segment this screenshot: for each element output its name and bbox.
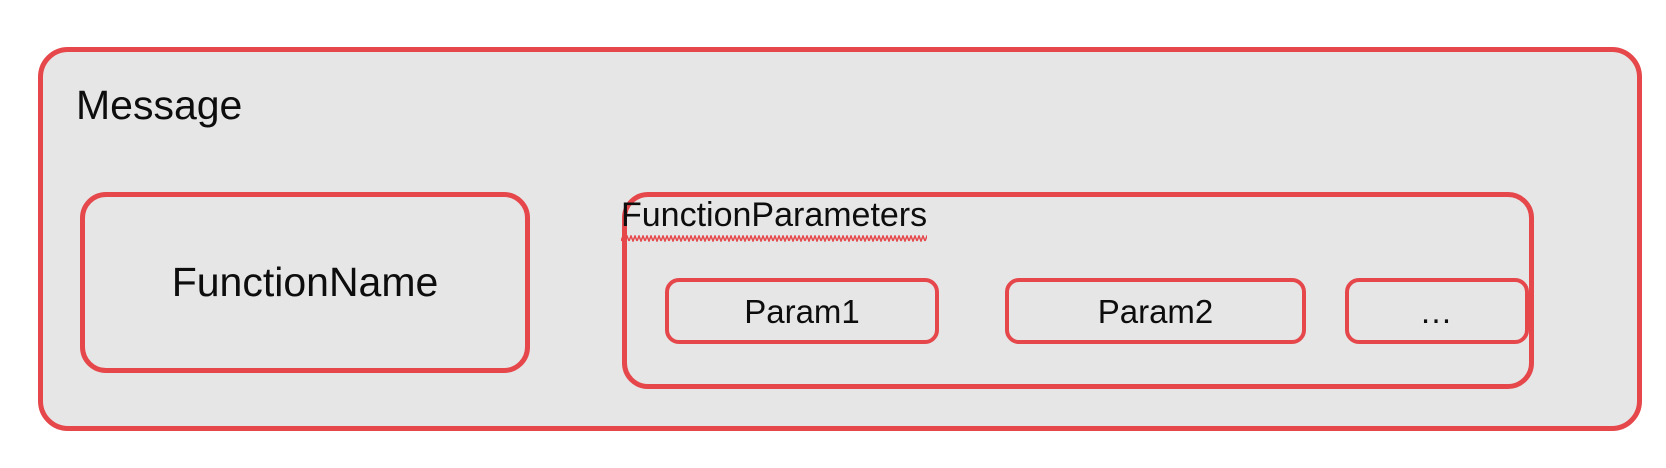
message-label: Message <box>76 82 243 128</box>
function-name-label: FunctionName <box>171 259 439 305</box>
param-label-2: Param2 <box>1097 292 1214 330</box>
param-box-2[interactable] <box>1005 278 1306 344</box>
param-label-ellipsis: … <box>1419 292 1455 330</box>
function-parameters-label: FunctionParameters <box>621 196 928 242</box>
function-name-box[interactable] <box>80 192 530 373</box>
param-box-1[interactable] <box>665 278 939 344</box>
function-parameters-label-wrap: FunctionParameters <box>621 196 928 242</box>
param-label-1: Param1 <box>744 292 860 330</box>
param-box-ellipsis[interactable] <box>1345 278 1529 344</box>
